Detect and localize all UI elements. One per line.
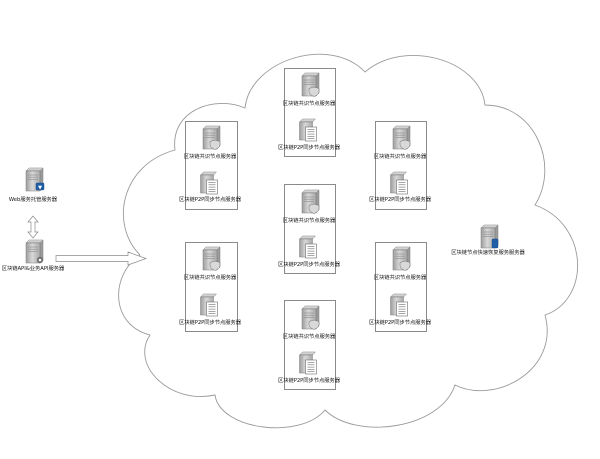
consensus-server-icon — [301, 305, 320, 330]
web-server-icon: ▼ — [25, 167, 45, 192]
node-group-box — [284, 184, 336, 274]
p2p-node-label: 区块链P2P同步节点服务器 — [277, 262, 341, 268]
node-group-box — [185, 242, 238, 332]
web-api-double-arrow — [27, 215, 39, 239]
p2p-server-icon — [298, 118, 317, 142]
p2p-node-label: 区块链P2P同步节点服务器 — [178, 197, 242, 203]
consensus-node-label: 区块链共识节点服务器 — [373, 275, 427, 281]
consensus-server-icon — [301, 189, 320, 214]
api-server-icon — [25, 239, 44, 264]
consensus-node-label: 区块链共识节点服务器 — [373, 154, 427, 160]
consensus-server-icon — [202, 125, 221, 150]
p2p-server-icon — [389, 171, 408, 195]
recovery-server-label: 区块链节点快速恢复服务服务器 — [451, 250, 525, 256]
p2p-node-label: 区块链P2P同步节点服务器 — [277, 145, 341, 151]
consensus-node-label: 区块链共识节点服务器 — [282, 334, 336, 340]
api-server-label: 区块链API&业务API服务器 — [1, 266, 65, 272]
node-group-box — [284, 68, 336, 157]
node-group-box — [375, 242, 427, 332]
recovery-server-icon — [480, 224, 499, 249]
consensus-node-label: 区块链共识节点服务器 — [282, 101, 336, 107]
svg-text:▼: ▼ — [38, 185, 42, 191]
consensus-node-label: 区块链共识节点服务器 — [183, 275, 237, 281]
p2p-node-label: 区块链P2P同步节点服务器 — [178, 320, 242, 326]
p2p-server-icon — [389, 293, 408, 317]
node-group-box — [185, 121, 238, 210]
consensus-server-icon — [202, 246, 221, 271]
node-group-box — [284, 300, 336, 390]
p2p-server-icon — [199, 293, 218, 317]
cloud-boundary — [118, 53, 578, 429]
consensus-node-label: 区块链共识节点服务器 — [183, 154, 237, 160]
api-to-cloud-arrow — [55, 251, 148, 266]
consensus-server-icon — [392, 125, 411, 150]
p2p-server-icon — [298, 351, 317, 375]
p2p-server-icon — [298, 235, 317, 259]
consensus-node-label: 区块链共识节点服务器 — [282, 218, 336, 224]
p2p-node-label: 区块链P2P同步节点服务器 — [368, 197, 432, 203]
p2p-server-icon — [199, 171, 218, 195]
node-group-box — [375, 121, 427, 210]
web-server-label: Web服务托管服务器 — [8, 197, 58, 203]
p2p-node-label: 区块链P2P同步节点服务器 — [368, 320, 432, 326]
p2p-node-label: 区块链P2P同步节点服务器 — [277, 378, 341, 384]
consensus-server-icon — [392, 246, 411, 271]
consensus-server-icon — [301, 72, 320, 97]
